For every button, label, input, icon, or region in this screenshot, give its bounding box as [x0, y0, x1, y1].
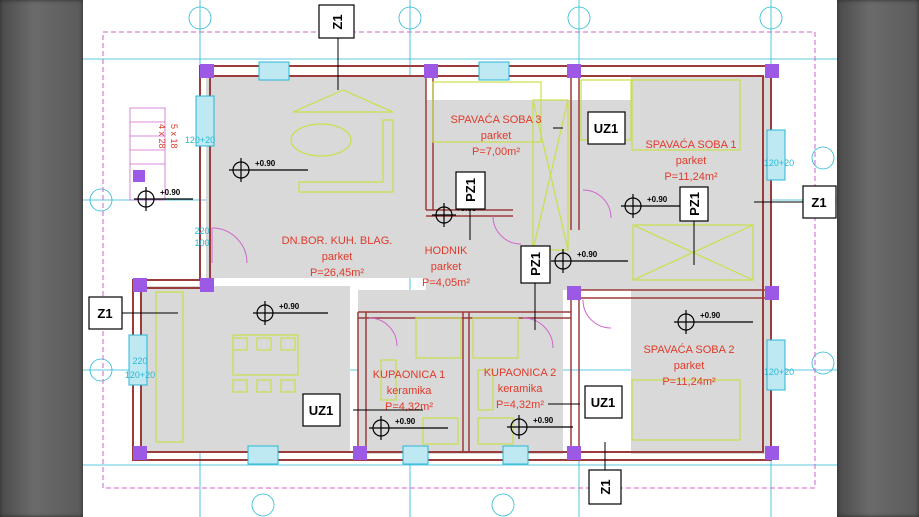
svg-text:Z1: Z1 [598, 479, 613, 494]
svg-text:PZ1: PZ1 [687, 192, 702, 216]
structural-columns [133, 64, 779, 460]
level-markers [134, 158, 753, 440]
room-hodnik: HODNIK parket P=4,05m² [422, 245, 470, 289]
room-name: KUPAONICA 2 [484, 367, 557, 379]
stairs-label-b: 4 x 28 [157, 124, 167, 149]
doors [211, 189, 612, 349]
level-value: +0.90 [160, 188, 181, 197]
blurred-left-margin [0, 0, 83, 517]
level-marker [621, 194, 683, 218]
floor-plan-canvas: 5 x 18 4 x 28 120+20 220 100 120+20 120+… [83, 0, 837, 517]
room-sp3: SPAVAĆA SOBA 3 parket P=7,00m² [450, 113, 541, 158]
room-kupaonica-2: KUPAONICA 2 keramika P=4,32m² [484, 367, 557, 411]
tag-z1-bottom: Z1 [588, 469, 622, 505]
room-floor: keramika [498, 383, 544, 395]
level-value: +0.90 [647, 195, 668, 204]
tag-uz1-top: UZ1 [587, 111, 626, 145]
window-dim-lower-left: 120+20 [125, 370, 155, 380]
svg-text:PZ1: PZ1 [528, 252, 543, 276]
level-marker [551, 249, 628, 273]
level-marker [674, 310, 753, 334]
level-marker [432, 203, 456, 227]
room-name: SPAVAĆA SOBA 2 [643, 343, 734, 356]
level-value: +0.90 [279, 302, 300, 311]
room-floor: parket [481, 130, 512, 142]
tag-uz1-right: UZ1 [584, 385, 623, 419]
svg-text:Z1: Z1 [811, 195, 826, 210]
blurred-right-margin [837, 0, 919, 517]
room-area: P=4,32m² [496, 399, 544, 411]
door-dim-height: 100 [194, 238, 209, 248]
level-value: +0.90 [700, 311, 721, 320]
tag-z1-left: Z1 [88, 296, 123, 330]
room-floor: parket [676, 155, 707, 167]
level-value: +0.90 [255, 159, 276, 168]
floor-plan-drawing: 5 x 18 4 x 28 120+20 220 100 120+20 120+… [83, 0, 837, 517]
level-value: +0.90 [577, 250, 598, 259]
room-area: P=4,32m² [385, 401, 433, 413]
window-dim-right-1: 120+20 [764, 158, 794, 168]
room-area: P=26,45m² [310, 267, 364, 279]
room-sp2: SPAVAĆA SOBA 2 parket P=11,24m² [643, 343, 734, 388]
level-marker [134, 187, 193, 211]
room-sp1: SPAVAĆA SOBA 1 parket P=11,24m² [645, 138, 736, 183]
level-marker [369, 416, 448, 440]
room-floor: parket [674, 360, 705, 372]
tag-z1-top: Z1 [318, 4, 355, 39]
room-area: P=11,24m² [662, 376, 716, 388]
tag-uz1-left: UZ1 [302, 393, 341, 427]
level-value: +0.90 [395, 417, 416, 426]
windows [128, 61, 786, 465]
room-floor: parket [322, 251, 353, 263]
plot-boundary [102, 31, 816, 489]
room-name: KUPAONICA 1 [373, 369, 446, 381]
window-dim-right-2: 120+20 [764, 367, 794, 377]
room-name: SPAVAĆA SOBA 1 [645, 138, 736, 151]
entry-stairs [129, 107, 166, 201]
room-name: DN.BOR. KUH. BLAG. [282, 235, 393, 247]
door-dim-width: 220 [194, 226, 209, 236]
window-dim-lower-left-b: 220 [132, 356, 147, 366]
room-floor: keramika [387, 385, 433, 397]
level-value: +0.90 [533, 416, 554, 425]
room-name: SPAVAĆA SOBA 3 [450, 113, 541, 126]
tag-pz1-bath: PZ1 [520, 245, 551, 284]
svg-text:UZ1: UZ1 [594, 121, 619, 136]
room-area: P=7,00m² [472, 146, 520, 158]
room-name: HODNIK [425, 245, 468, 257]
window-dim-left: 120+20 [185, 135, 215, 145]
svg-text:PZ1: PZ1 [463, 178, 478, 202]
level-marker [229, 158, 308, 182]
room-area: P=4,05m² [422, 277, 470, 289]
stairs-label-a: 5 x 18 [169, 124, 179, 149]
room-floor: parket [431, 261, 462, 273]
tag-pz1-bedroom: PZ1 [679, 186, 709, 222]
level-marker [253, 301, 328, 325]
room-dn-bor: DN.BOR. KUH. BLAG. parket P=26,45m² [282, 235, 393, 279]
tag-pz1-hall: PZ1 [455, 171, 486, 210]
svg-text:Z1: Z1 [97, 306, 112, 321]
level-marker [507, 415, 573, 439]
svg-text:Z1: Z1 [330, 14, 345, 29]
svg-text:UZ1: UZ1 [309, 403, 334, 418]
svg-text:UZ1: UZ1 [591, 395, 616, 410]
furniture [155, 79, 754, 445]
tag-z1-right: Z1 [802, 185, 837, 219]
room-area: P=11,24m² [664, 171, 718, 183]
